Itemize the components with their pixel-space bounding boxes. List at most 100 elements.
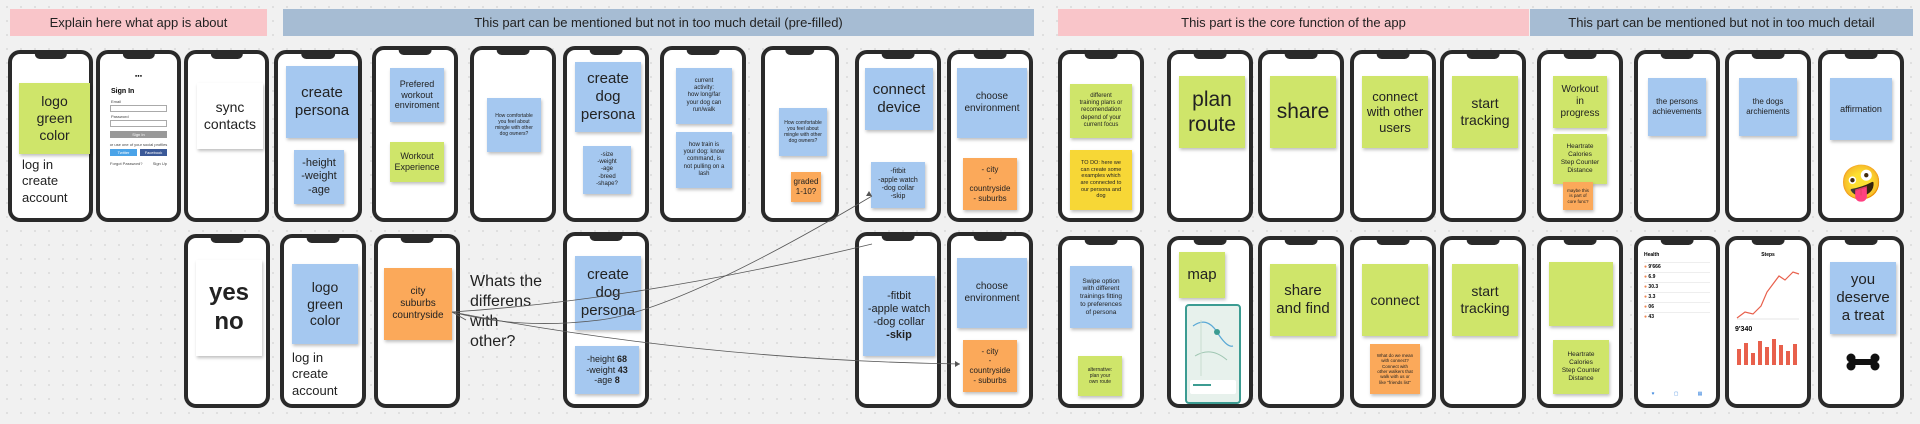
phone-start-tracking-2[interactable]: start tracking (1440, 236, 1526, 408)
phone-connect-users[interactable]: connect with other users (1350, 50, 1436, 222)
phone-achievements[interactable]: the persons achievements (1634, 50, 1720, 222)
phone-affirmation[interactable]: affirmation 🤪 (1818, 50, 1904, 222)
phone-choose-env-2[interactable]: choose environment - city - countryside … (947, 232, 1033, 408)
banner-core: This part is the core function of the ap… (1058, 9, 1529, 36)
phone-health[interactable]: Health ● 9'666 ● 6.9 ● 30.3 ● 3.3 ● 06 ●… (1634, 236, 1720, 408)
phone-logo[interactable]: logo green color log in create account (8, 50, 93, 222)
password-field[interactable] (110, 120, 167, 127)
phone-training-plans[interactable]: different training plans or recomendatio… (1058, 50, 1144, 222)
env-type-note: city suburbs countryside (384, 268, 452, 340)
health-row[interactable]: ● 30.3 (1644, 282, 1710, 290)
phone-mingle[interactable]: How comfortable you feel about mingle wi… (470, 46, 556, 222)
choose-env-note-2: choose environment (957, 258, 1027, 328)
phone-share-find[interactable]: share and find (1258, 236, 1344, 408)
phone-activity[interactable]: current activity: how long/far your dog … (660, 46, 746, 222)
phone-share[interactable]: share (1258, 50, 1344, 222)
health-tabbar[interactable]: ♥▢▦ (1651, 391, 1703, 397)
health-row[interactable]: ● 6.9 (1644, 272, 1710, 280)
health-row[interactable]: ● 3.3 (1644, 292, 1710, 300)
signin-button[interactable]: Sign In (110, 131, 167, 138)
devices-note: -fitbit -apple watch -dog collar -skip (871, 162, 925, 208)
phone-connect[interactable]: connect What do we mean with connect? Co… (1350, 236, 1436, 408)
phone-mingle-graded[interactable]: How comfortable you feel about mingle wi… (761, 46, 839, 222)
phone-persona[interactable]: create persona -height -weight -age (274, 50, 362, 222)
question-text: Whats the differens with other? (470, 273, 543, 350)
health-row[interactable]: ● 43 (1644, 312, 1710, 320)
steps-line-chart (1736, 271, 1800, 320)
dog-attr-age: -age 8 (594, 375, 620, 386)
route-map-icon (1190, 320, 1236, 394)
devices-skip[interactable]: -skip (886, 329, 912, 342)
signin-email-label: Email (111, 99, 122, 104)
workout-exp-note: Workout Experience (390, 142, 444, 182)
health-row[interactable]: ● 06 (1644, 302, 1710, 310)
banner-detail: This part can be mentioned but not in to… (1530, 9, 1913, 36)
workout-progress-note: Workout in progress (1553, 76, 1607, 128)
devices-list: -fitbit -apple watch -dog collar (867, 289, 931, 328)
activity-note: current activity: how long/far your dog … (676, 68, 732, 124)
maybe-note: maybe this is part of core func? (1563, 182, 1593, 210)
env-options-note: - city - countryside - suburbs (963, 158, 1017, 210)
phone-workout-env[interactable]: Prefered workout enviroment Workout Expe… (372, 46, 458, 222)
phone-env-type[interactable]: city suburbs countryside (374, 234, 460, 408)
login-text: log in create account (22, 157, 68, 205)
phone-swipe[interactable]: Swipe option with different trainings fi… (1058, 236, 1144, 408)
phone-workout-progress[interactable]: Workout in progress Heartrate Calories S… (1537, 50, 1623, 222)
email-field[interactable] (110, 105, 167, 112)
map-preview[interactable] (1185, 304, 1241, 404)
graded-note: graded 1-10? (791, 172, 821, 202)
treat-note: you deserve a treat (1830, 262, 1896, 334)
training-plans-note: different training plans or recomendatio… (1070, 84, 1132, 138)
dog-attr-weight: -weight 43 (586, 364, 628, 375)
facebook-button[interactable]: Facebook (140, 149, 167, 156)
banner-about: Explain here what app is about (10, 9, 267, 36)
dog-persona-note: create dog persona (575, 62, 641, 132)
phone-signin[interactable]: ●●● Sign In Email Password Sign In or us… (96, 50, 181, 222)
health-row[interactable]: ● 9'666 (1644, 262, 1710, 270)
sync-note: sync contacts (197, 83, 263, 149)
wat-note: What do we mean with connect? Connect wi… (1370, 344, 1420, 394)
share-find-note: share and find (1270, 264, 1336, 336)
phone-choose-env[interactable]: choose environment - city - countryside … (947, 50, 1033, 222)
app-logo: ●●● (134, 73, 143, 78)
login-text-2: log in create account (292, 350, 338, 398)
alt-plan-note: alternative: plan your own route (1078, 356, 1122, 396)
phone-sync[interactable]: sync contacts (184, 50, 269, 222)
affirmation-emoji-icon: 🤪 (1840, 164, 1883, 202)
health-title: Health (1644, 252, 1660, 258)
phone-dog-persona-2[interactable]: create dog persona -height 68 -weight 43… (563, 232, 649, 408)
phone-logo-2[interactable]: logo green color log in create account (280, 234, 366, 408)
map-note: map (1179, 252, 1225, 298)
phone-plan-route[interactable]: plan route (1167, 50, 1253, 222)
dog-attrs-note-2: -height 68 -weight 43 -age 8 (575, 346, 639, 394)
phone-steps[interactable]: Steps 9'340 (1725, 236, 1811, 408)
phone-devices[interactable]: -fitbit -apple watch -dog collar -skip (855, 232, 941, 408)
forgot-password-link[interactable]: Forgot Password? (110, 161, 143, 166)
twitter-button[interactable]: Twitter (110, 149, 137, 156)
phone-treat[interactable]: you deserve a treat (1818, 236, 1904, 408)
signup-link[interactable]: Sign Up (152, 161, 167, 166)
mingle2-note: How comfortable you feel about mingle wi… (779, 108, 827, 156)
start-tracking-note-2: start tracking (1452, 264, 1518, 336)
phone-yes-no[interactable]: yes no (184, 234, 270, 408)
phone-map[interactable]: map (1167, 236, 1253, 408)
env-options-note-2: - city - countryside - suburbs (963, 340, 1017, 392)
phone-metrics[interactable]: Heartrate Calories Step Counter Distance (1537, 236, 1623, 408)
achievements-note: the persons achievements (1648, 78, 1706, 136)
connect-device-note: connect device (865, 68, 933, 130)
yes-no-note: yes no (196, 260, 262, 356)
todo-note: TO DO: here we can create some examples … (1070, 150, 1132, 210)
signin-password-label: Password (111, 114, 129, 119)
blank-lime-note (1549, 262, 1613, 326)
phone-start-tracking[interactable]: start tracking (1440, 50, 1526, 222)
phone-dog-persona[interactable]: create dog persona -size -weight -age -b… (563, 46, 649, 222)
connect-users-note: connect with other users (1362, 76, 1428, 148)
logo-note: logo green color (19, 83, 90, 154)
persona-attrs-note: -height -weight -age (294, 150, 344, 204)
choose-env-note: choose environment (957, 68, 1027, 138)
dog-attrs-note: -size -weight -age -breed -shape? (583, 146, 631, 194)
steps-title: Steps (1761, 252, 1775, 258)
workout-env-note: Prefered workout enviroment (390, 68, 444, 122)
phone-connect-device[interactable]: connect device -fitbit -apple watch -dog… (855, 50, 941, 222)
phone-dog-achievements[interactable]: the dogs archiements (1725, 50, 1811, 222)
